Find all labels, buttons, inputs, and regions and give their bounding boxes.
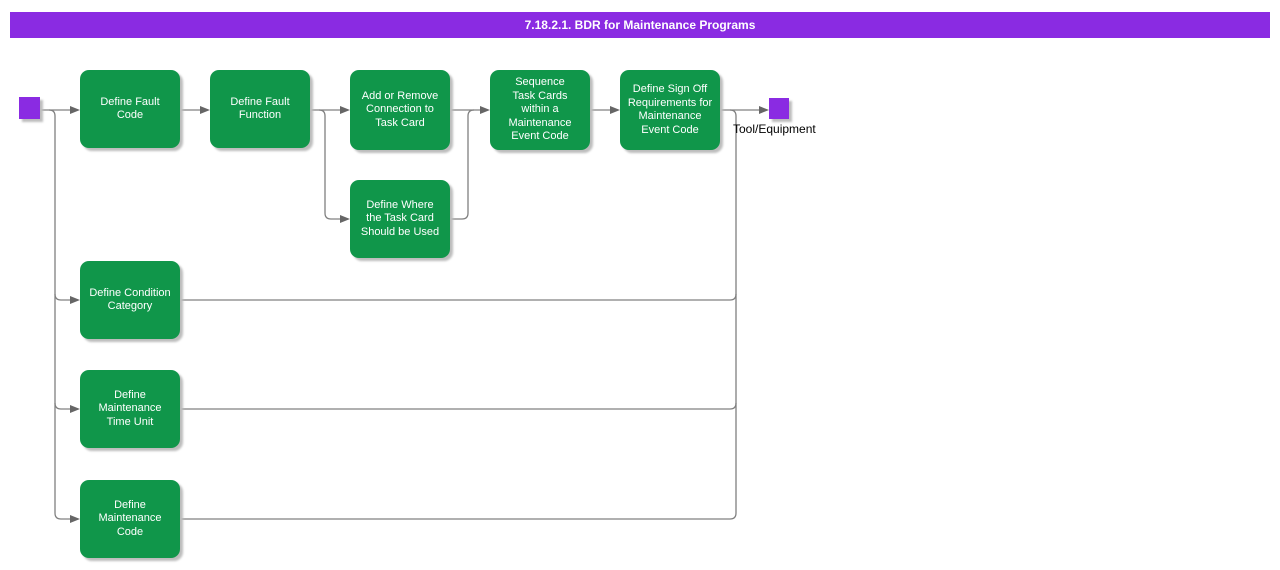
arrowhead-icon xyxy=(340,215,350,223)
node-define-maintenance-code[interactable]: Define Maintenance Code xyxy=(80,480,180,558)
node-define-sign-off-requirements[interactable]: Define Sign Off Requirements for Mainten… xyxy=(620,70,720,150)
arrowhead-icon xyxy=(340,106,350,114)
connector-split-to-define-where xyxy=(318,109,348,220)
arrowhead-icon xyxy=(759,106,769,114)
arrowhead-icon xyxy=(610,106,620,114)
arrowhead-icon xyxy=(70,405,80,413)
node-label: Define Fault Function xyxy=(230,95,290,122)
arrowhead-icon xyxy=(70,515,80,523)
connector-left-trunk xyxy=(48,109,78,520)
node-define-fault-code[interactable]: Define Fault Code xyxy=(80,70,180,148)
node-label: Add or Remove Connection to Task Card xyxy=(361,89,439,129)
node-define-fault-function[interactable]: Define Fault Function xyxy=(210,70,310,148)
arrowhead-icon xyxy=(480,106,490,114)
arrowhead-icon xyxy=(70,106,80,114)
node-label: Define Maintenance Code xyxy=(98,498,162,538)
end-marker xyxy=(769,98,789,119)
node-label: Sequence Task Cards within a Maintenance… xyxy=(508,76,572,143)
connector-time-unit-out xyxy=(180,402,737,410)
connector-right-trunk xyxy=(729,109,737,513)
start-marker xyxy=(19,97,40,119)
node-define-where-task-card-used[interactable]: Define Where the Task Card Should be Use… xyxy=(350,180,450,258)
node-label: Define Sign Off Requirements for Mainten… xyxy=(627,83,713,136)
node-add-or-remove-connection-to-task-card[interactable]: Add or Remove Connection to Task Card xyxy=(350,70,450,150)
connector-maintenance-code-out xyxy=(180,512,737,520)
node-sequence-task-cards[interactable]: Sequence Task Cards within a Maintenance… xyxy=(490,70,590,150)
end-caption: Tool/Equipment xyxy=(733,122,816,136)
node-define-maintenance-time-unit[interactable]: Define Maintenance Time Unit xyxy=(80,370,180,448)
node-label: Define Where the Task Card Should be Use… xyxy=(360,198,440,238)
node-label: Define Condition Category xyxy=(89,286,171,313)
arrowhead-icon xyxy=(70,296,80,304)
node-label: Define Maintenance Time Unit xyxy=(98,388,162,428)
connector-branch-time-unit xyxy=(54,402,78,410)
node-label: Define Fault Code xyxy=(100,95,160,122)
connector-condition-category-out xyxy=(180,293,737,301)
connector-define-where-merge xyxy=(450,109,475,220)
node-define-condition-category[interactable]: Define Condition Category xyxy=(80,261,180,339)
arrowhead-icon xyxy=(200,106,210,114)
connector-branch-condition-category xyxy=(54,293,78,301)
arrowheads xyxy=(70,106,769,523)
title-bar: 7.18.2.1. BDR for Maintenance Programs xyxy=(10,12,1270,38)
